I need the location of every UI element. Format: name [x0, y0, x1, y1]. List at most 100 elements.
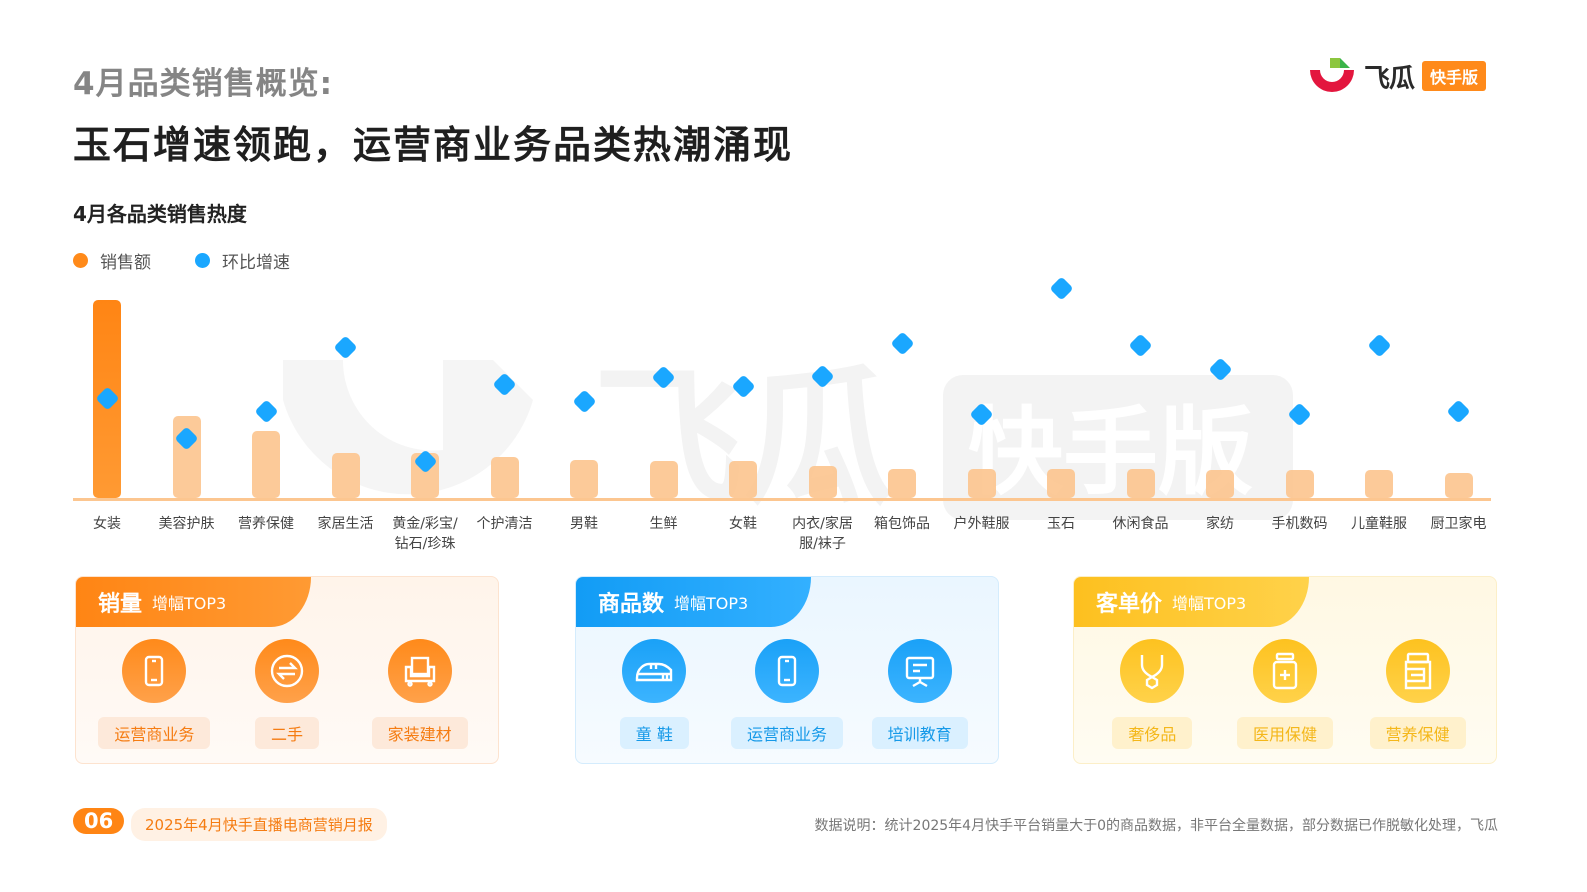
- card-subtitle: 增幅TOP3: [674, 594, 749, 613]
- card-title: 商品数: [598, 592, 665, 617]
- bar-sales: [1285, 470, 1314, 498]
- x-axis-line: [73, 498, 1491, 501]
- bar-sales: [331, 453, 360, 498]
- bar-sales: [570, 460, 598, 498]
- growth-diamond-marker: [1287, 401, 1312, 427]
- bar-sales: [729, 461, 757, 498]
- chart-legend: 销售额 环比增速: [73, 248, 334, 273]
- bar-sales: [490, 457, 519, 498]
- feigua-logo-icon: [1306, 54, 1358, 98]
- sofa-icon: [387, 639, 452, 703]
- x-axis-label: 箱包饰品: [874, 516, 930, 532]
- growth-diamond-marker: [1048, 275, 1074, 301]
- growth-diamond-marker: [1446, 398, 1471, 424]
- x-axis-label: 美容护肤: [158, 516, 215, 532]
- card-product-count-top3: 商品数 增幅TOP3 童 鞋 运营商业务 培训教育: [575, 576, 999, 764]
- legend-label: 销售额: [100, 253, 151, 273]
- x-axis-label: 户外鞋服: [953, 516, 1010, 532]
- card-item-label: 童 鞋: [619, 717, 689, 749]
- x-axis-label: 休闲食品: [1112, 516, 1169, 532]
- card-title: 客单价: [1096, 592, 1163, 617]
- growth-diamond-marker: [730, 373, 756, 399]
- card-item: 运营商业务: [722, 639, 852, 749]
- card-subtitle: 增幅TOP3: [1172, 594, 1247, 613]
- card-item-label: 运营商业务: [98, 717, 211, 749]
- x-axis-label: 男鞋: [570, 516, 598, 532]
- pre-title: 4月品类销售概览:: [73, 66, 333, 102]
- card-item-label: 营养保健: [1369, 717, 1466, 749]
- card-title: 销量: [98, 592, 143, 617]
- card-item-label: 医用保健: [1236, 717, 1333, 749]
- bar-sales: [1444, 473, 1473, 498]
- page-title: 玉石增速领跑，运营商业务品类热潮涌现: [73, 123, 794, 167]
- necklace-icon: [1120, 639, 1185, 703]
- card-subtitle: 增幅TOP3: [152, 594, 227, 613]
- shoe-icon: [622, 639, 687, 703]
- x-axis-label: 营养保健: [238, 516, 294, 532]
- brand-badge: 快手版: [1422, 61, 1487, 91]
- growth-diamond-marker: [1128, 332, 1153, 358]
- brand-logo: 飞瓜 快手版: [1306, 54, 1487, 98]
- x-axis-label: 家纺: [1206, 516, 1234, 532]
- card-header: 商品数 增幅TOP3: [576, 577, 811, 627]
- growth-diamond-marker: [889, 330, 915, 356]
- growth-diamond-marker: [810, 363, 835, 389]
- x-axis-label: 家居生活: [317, 516, 374, 532]
- x-axis-label: 儿童鞋服: [1351, 516, 1407, 532]
- card-item-label: 培训教育: [871, 717, 968, 749]
- legend-label: 环比增速: [222, 253, 290, 273]
- card-item: 医用保健: [1220, 639, 1350, 749]
- page-number-badge: 06: [73, 808, 125, 834]
- x-axis-label: 厨卫家电: [1430, 516, 1487, 532]
- data-disclaimer: 数据说明：统计2025年4月快手平台销量大于0的商品数据，非平台全量数据，部分数…: [814, 818, 1498, 834]
- card-item-label: 家装建材: [371, 717, 468, 749]
- bar-sales: [1047, 469, 1075, 498]
- legend-item-sales: 销售额: [73, 248, 151, 273]
- card-item: 二手: [222, 639, 352, 749]
- x-axis-label: 个护清洁: [476, 516, 533, 532]
- x-axis-label: 女装: [93, 516, 121, 532]
- brand-name: 飞瓜: [1364, 63, 1415, 94]
- report-name-pill: 2025年4月快手直播电商营销月报: [131, 808, 387, 841]
- x-axis-label: 手机数码: [1271, 516, 1328, 532]
- exchange-icon: [254, 639, 319, 703]
- card-header: 销量 增幅TOP3: [76, 577, 311, 627]
- bar-sales: [888, 469, 916, 498]
- bar-sales: [808, 466, 837, 498]
- card-item: 培训教育: [855, 639, 985, 749]
- card-sales-volume-top3: 销量 增幅TOP3 运营商业务 二手 家装建材: [75, 576, 499, 764]
- medicine-bottle-icon: [1252, 639, 1317, 703]
- growth-diamond-marker: [492, 371, 517, 397]
- x-axis-label: 内衣/家居 服/袜子: [792, 516, 853, 552]
- x-axis-label: 黄金/彩宝/ 钻石/珍珠: [392, 516, 458, 552]
- bar-sales: [1126, 469, 1155, 498]
- legend-dot-icon: [195, 253, 210, 268]
- card-header: 客单价 增幅TOP3: [1074, 577, 1309, 627]
- legend-dot-icon: [73, 253, 88, 268]
- chart-title: 4月各品类销售热度: [73, 202, 247, 226]
- phone-icon: [754, 639, 819, 703]
- card-item-label: 运营商业务: [730, 717, 843, 749]
- bar-sales: [649, 461, 678, 498]
- growth-diamond-marker: [651, 364, 676, 390]
- card-item: 童 鞋: [589, 639, 719, 749]
- bar-sales: [1206, 470, 1234, 498]
- sales-heat-chart: 飞瓜 快手版 女装美容护肤营养保健家居生活黄金/彩宝/ 钻石/珍珠个护清洁男鞋生…: [73, 270, 1493, 560]
- growth-diamond-marker: [333, 334, 358, 360]
- growth-diamond-marker: [1366, 332, 1392, 358]
- bar-sales: [252, 431, 280, 498]
- bar-sales: [1365, 470, 1393, 498]
- bar-sales: [967, 469, 996, 498]
- card-item-label: 二手: [254, 717, 319, 749]
- x-axis-label: 生鲜: [649, 516, 678, 532]
- card-item: 奢侈品: [1087, 639, 1217, 749]
- phone-icon: [122, 639, 187, 703]
- supplement-jar-icon: [1385, 639, 1450, 703]
- x-axis-label: 女鞋: [729, 516, 757, 532]
- legend-item-growth: 环比增速: [195, 248, 290, 273]
- growth-diamond-marker: [253, 398, 279, 424]
- card-item-label: 奢侈品: [1112, 717, 1193, 749]
- growth-diamond-marker: [1207, 356, 1233, 382]
- growth-diamond-marker: [969, 401, 994, 427]
- card-item: 家装建材: [355, 639, 485, 749]
